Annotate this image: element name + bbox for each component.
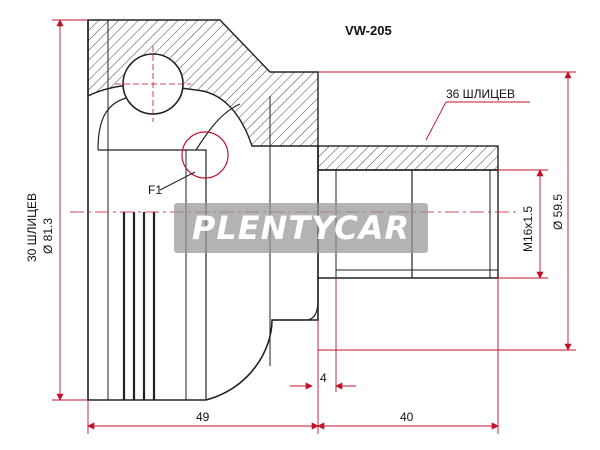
dimension-lines: [52, 19, 576, 434]
shaft-body: [318, 169, 499, 279]
housing-lower-neck: [272, 146, 319, 321]
inner-race-outline: [97, 97, 241, 400]
outer-splines-label: 36 ШЛИЦЕВ: [446, 87, 515, 101]
detail-f1-label: F1: [148, 183, 162, 197]
offset-label: 4: [320, 371, 327, 385]
shaft-splined-section: [317, 145, 499, 171]
watermark-logo: PLENTYCAR: [174, 203, 428, 253]
inner-diameter-label: Ø 81.3: [41, 218, 55, 254]
detail-f1-circle: [181, 131, 229, 179]
inner-splines-label: 30 ШЛИЦЕВ: [25, 193, 39, 262]
housing-grooves: [122, 212, 156, 400]
detail-f1-leader: [159, 171, 196, 191]
part-number: VW-205: [345, 23, 392, 38]
outer-diameter-label: Ø 59.5: [551, 194, 565, 230]
length-shaft-label: 40: [400, 410, 414, 424]
housing-hatched-section: [87, 19, 319, 147]
length-housing-label: 49: [196, 410, 210, 424]
thread-label: M16x1.5: [521, 206, 535, 252]
